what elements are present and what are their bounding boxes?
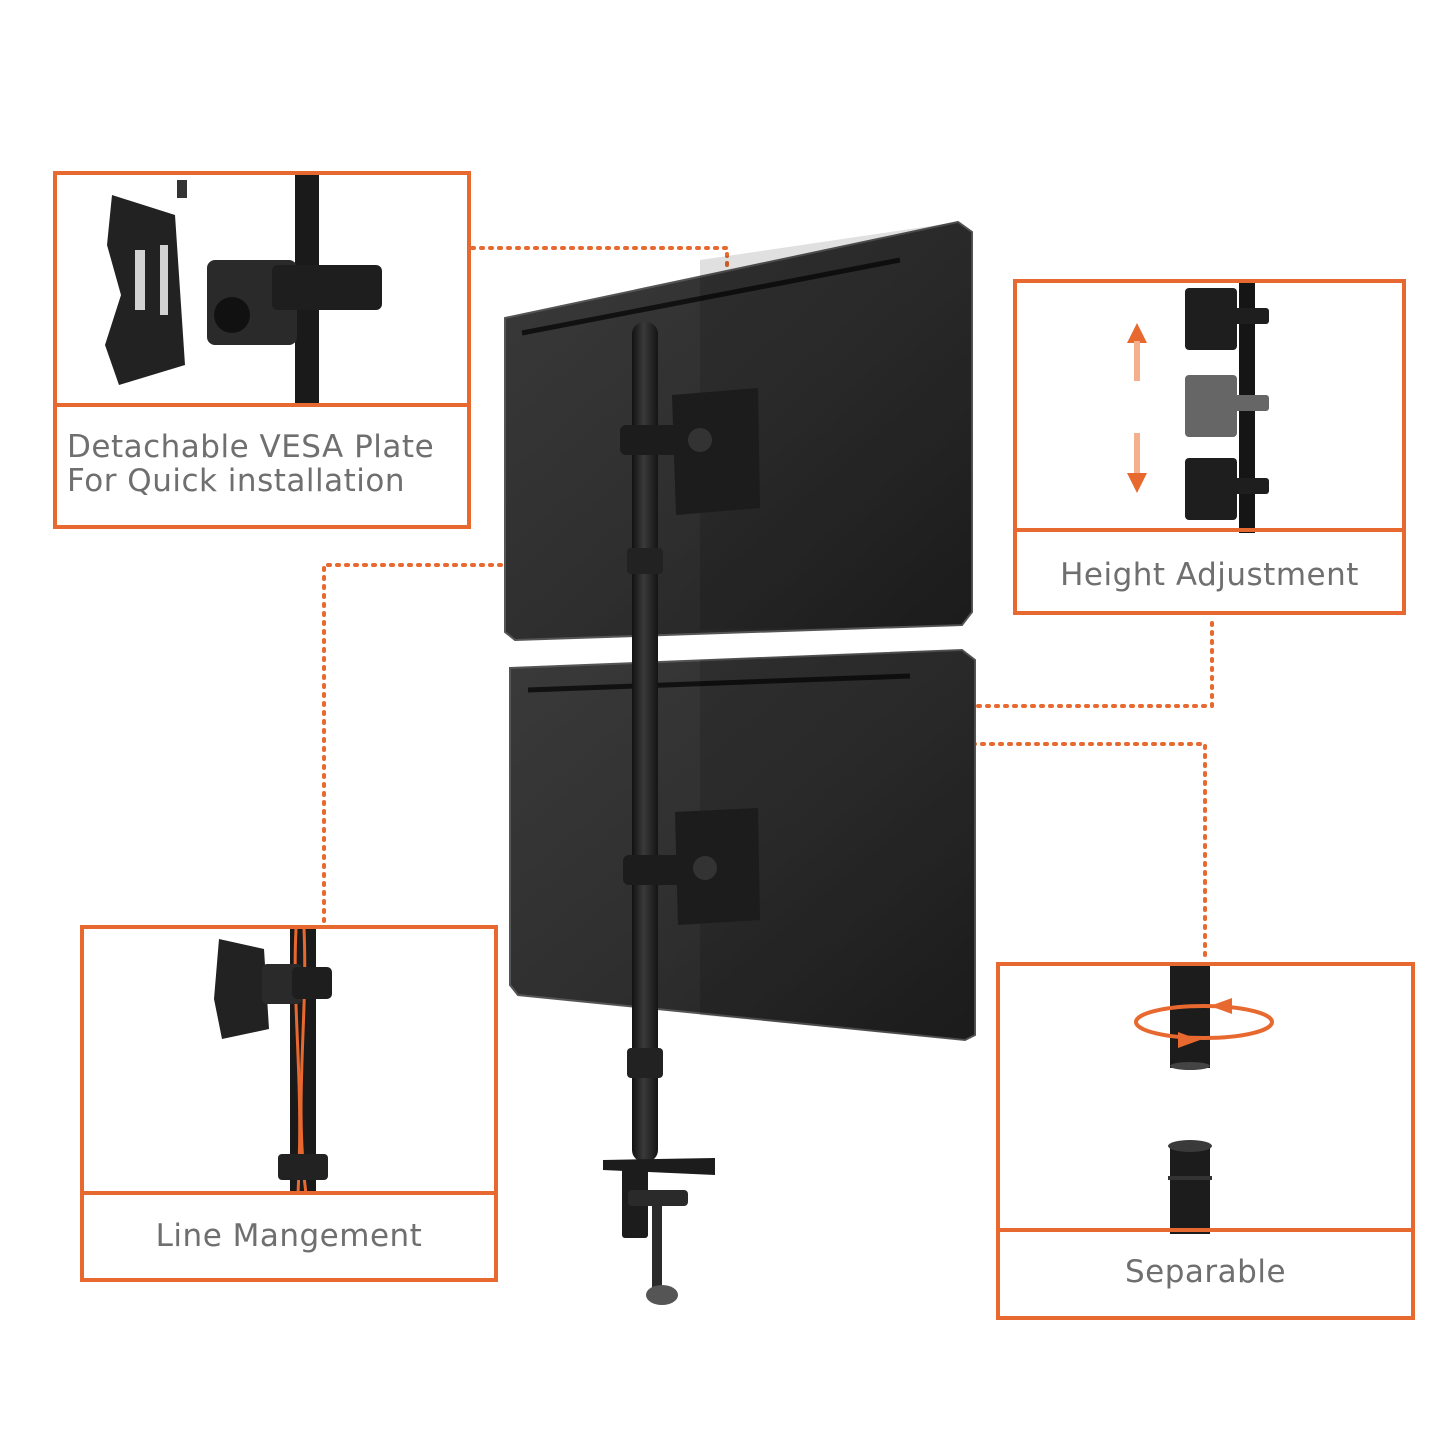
vesa-plate-closeup-image: [105, 175, 382, 407]
connector-vesa: [470, 246, 729, 402]
height-caption: Height Adjustment: [1060, 557, 1359, 593]
desk-clamp: [603, 1158, 715, 1305]
vesa-caption-line1: Detachable VESA Plate: [67, 429, 435, 465]
separable-image: [1134, 966, 1274, 1234]
callout-separable: Separable: [996, 962, 1415, 1320]
upper-monitor: [504, 220, 973, 642]
double-arrow-icon: [1127, 323, 1147, 493]
rotation-arrow-icon: [1134, 1004, 1274, 1040]
vesa-caption: Detachable VESA Plate For Quick installa…: [67, 430, 467, 498]
line-management-divider: [84, 1191, 494, 1195]
callout-line-management: Line Mangement: [80, 925, 498, 1282]
vesa-divider: [57, 403, 467, 407]
line-management-image: [214, 929, 332, 1194]
upper-vesa-mount: [620, 388, 760, 515]
connector-line-management: [322, 563, 638, 924]
vesa-caption-line2: For Quick installation: [67, 463, 405, 499]
height-adjustment-image: [1127, 283, 1269, 533]
height-divider: [1017, 528, 1402, 532]
separable-caption: Separable: [1124, 1254, 1287, 1290]
pole: [632, 322, 658, 1162]
lower-monitor: [509, 648, 976, 1042]
lower-vesa-mount: [623, 808, 760, 925]
separable-divider: [1000, 1228, 1411, 1232]
callout-vesa-plate: Detachable VESA Plate For Quick installa…: [53, 171, 471, 529]
line-management-caption: Line Mangement: [155, 1218, 423, 1254]
callout-height-adjustment: Height Adjustment: [1013, 279, 1406, 615]
